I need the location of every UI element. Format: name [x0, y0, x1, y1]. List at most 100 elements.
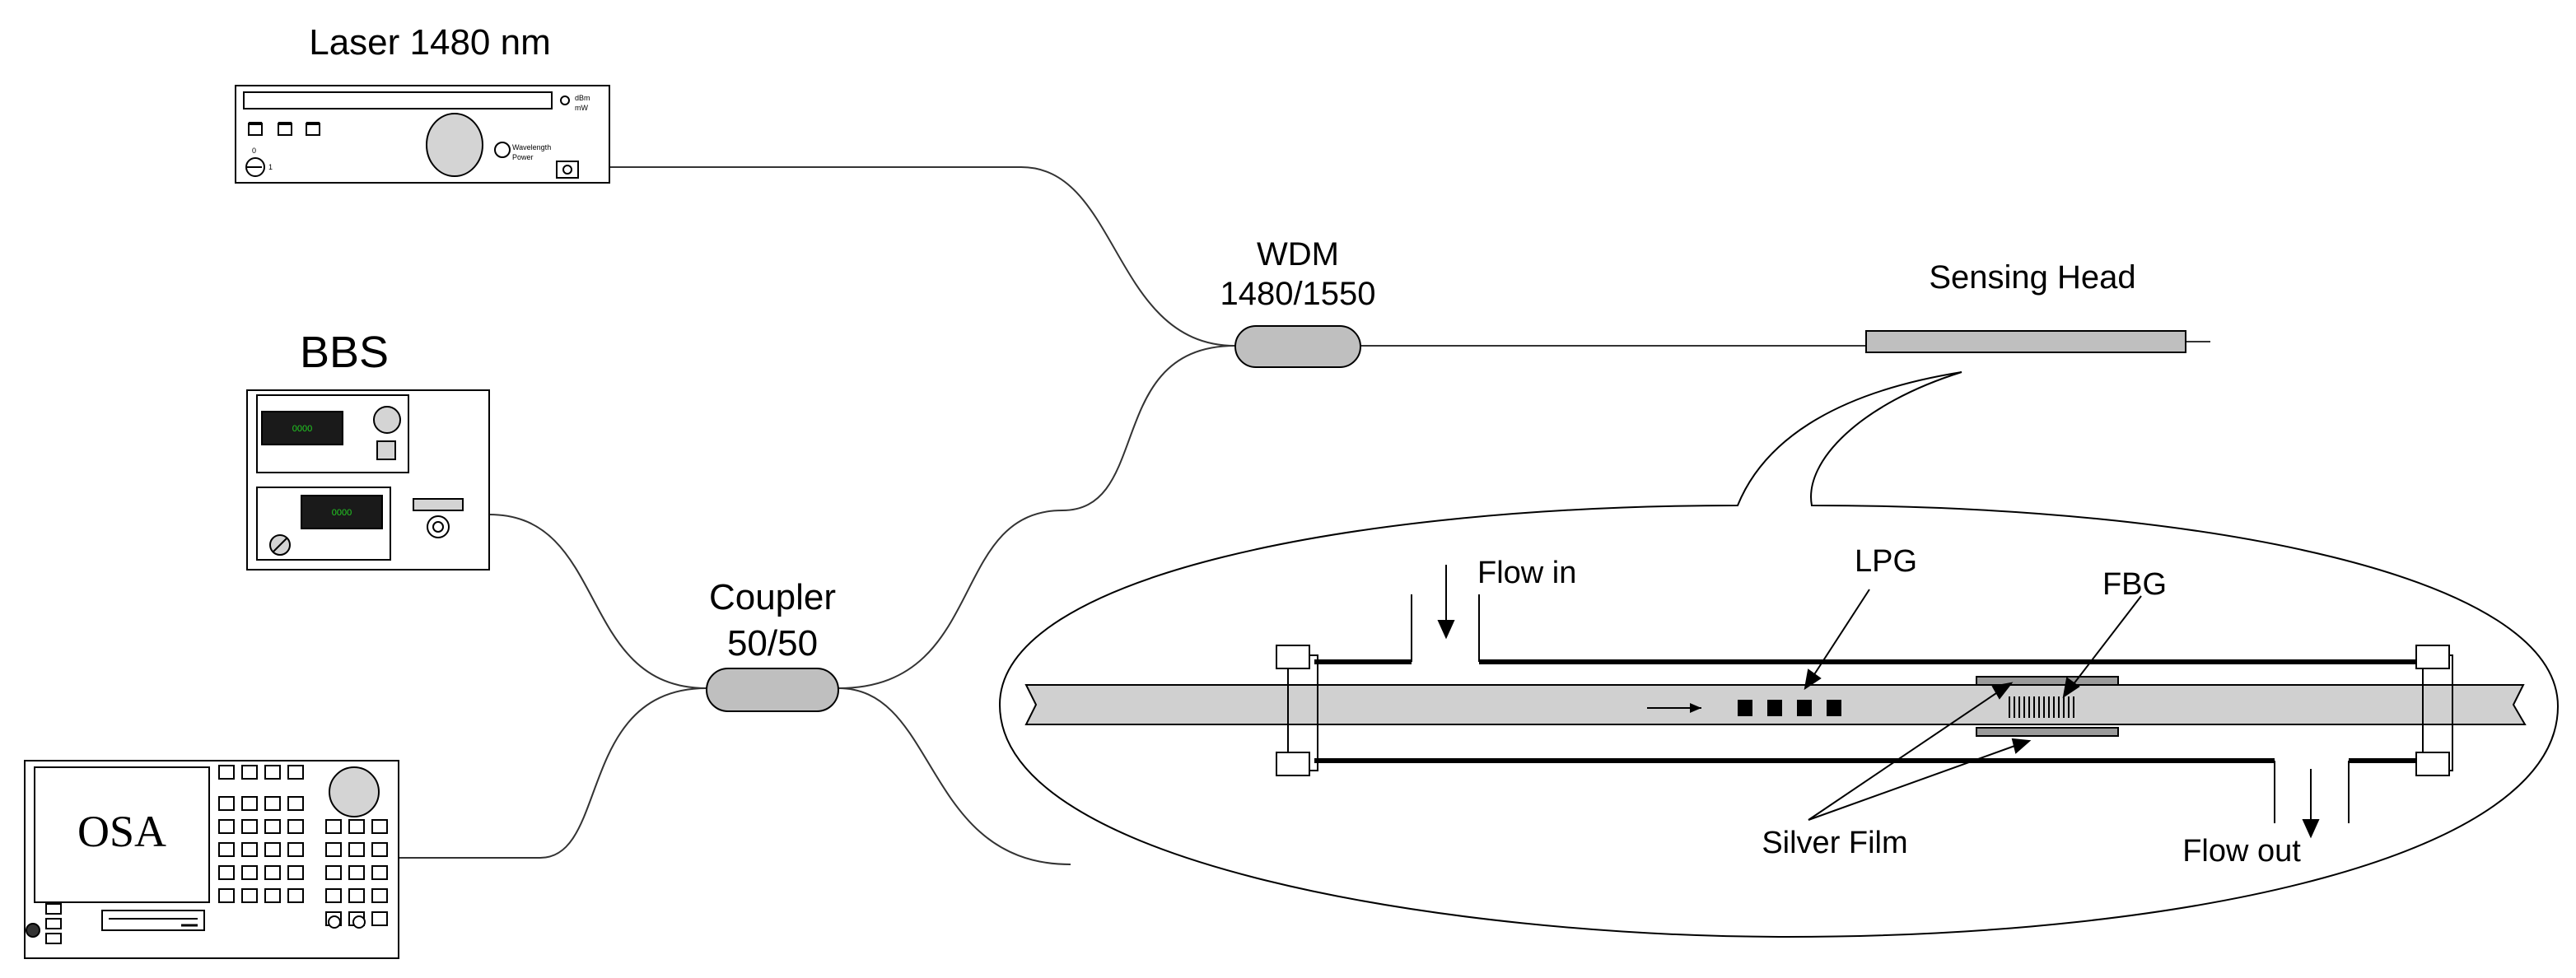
bbs-source: BBS 0000 0000 — [246, 328, 490, 570]
osa-key — [241, 796, 258, 811]
laser-button-2 — [278, 123, 292, 136]
laser-source: Laser 1480 nm dBm mW 0 1 Wavelength Powe… — [235, 22, 610, 184]
osa-key — [325, 865, 342, 880]
fiber-coupler-to-wdm — [838, 345, 1236, 689]
sensing-head-label: Sensing Head — [1929, 259, 2135, 296]
detail-labels: Flow in LPG FBG Silver Film Flow out — [1477, 544, 2301, 869]
bbs-output-connector — [413, 498, 464, 511]
laser-main-knob-icon — [426, 113, 483, 177]
lpg-grating — [1738, 700, 1841, 716]
osa-key — [264, 842, 281, 857]
coupler: Coupler 50/50 — [706, 577, 839, 712]
osa-connector-2-icon — [352, 915, 366, 929]
fiber-coupler-free-end — [838, 687, 1071, 865]
wdm-label-line1: WDM — [1257, 236, 1339, 272]
callout-outline — [998, 371, 2560, 938]
fbg-pointer — [2070, 595, 2142, 689]
flow-out-label: Flow out — [2182, 834, 2301, 869]
osa-power-led-icon — [26, 923, 40, 938]
silver-film-bottom — [1976, 727, 2119, 737]
bbs-top-display-value: 0000 — [292, 424, 312, 434]
osa-key — [371, 911, 388, 926]
osa-key — [371, 888, 388, 903]
osa-key — [264, 888, 281, 903]
laser-button-3 — [306, 123, 320, 136]
bbs-bottom-display — [301, 495, 383, 529]
osa-key — [371, 865, 388, 880]
osa-key — [287, 819, 304, 834]
osa-key — [287, 796, 304, 811]
silver-film-top — [1976, 676, 2119, 686]
osa-key — [348, 888, 365, 903]
laser-switch-0: 0 — [252, 147, 256, 155]
laser-label: Laser 1480 nm — [309, 22, 551, 63]
wdm-label-line2: 1480/1550 — [1220, 276, 1375, 312]
laser-unit-dbm: dBm — [575, 94, 590, 102]
osa-key — [241, 865, 258, 880]
sensor-detail — [1024, 594, 2527, 823]
coupler-label-line2: 50/50 — [727, 623, 818, 664]
laser-indicator-icon — [560, 95, 570, 105]
laser-small-knob-icon — [494, 142, 511, 158]
bbs-top-button — [376, 440, 396, 460]
laser-knob-label-power: Power — [512, 153, 534, 161]
annotations — [1437, 565, 2320, 839]
wdm: WDM 1480/1550 — [1220, 236, 1376, 368]
bbs-label: BBS — [300, 328, 389, 377]
osa-key — [218, 842, 235, 857]
osa-key — [218, 819, 235, 834]
bbs-top-knob-icon — [373, 406, 401, 434]
sensing-head-body — [1865, 330, 2186, 353]
coupler-body — [706, 668, 839, 712]
osa-knob-icon — [329, 766, 380, 817]
osa-key — [287, 865, 304, 880]
fbg-label: FBG — [2102, 567, 2167, 602]
osa-key — [264, 796, 281, 811]
osa-key — [287, 842, 304, 857]
laser-switch-1: 1 — [268, 163, 273, 171]
osa-key — [264, 765, 281, 780]
osa-floppy-slot — [101, 910, 205, 931]
osa-key — [218, 865, 235, 880]
laser-display-slot — [243, 91, 553, 109]
osa-keypad — [218, 765, 388, 926]
osa-key — [241, 765, 258, 780]
silver-film-pointer-top — [1808, 689, 2002, 821]
osa-screen — [34, 766, 210, 903]
osa-connector-1-icon — [328, 915, 341, 929]
osa-key — [218, 765, 235, 780]
osa-key — [264, 819, 281, 834]
silver-film-label: Silver Film — [1762, 826, 1907, 860]
lpg-pointer — [1811, 589, 1870, 679]
osa-key — [325, 842, 342, 857]
sensing-head: Sensing Head — [1865, 259, 2186, 353]
osa-key — [348, 865, 365, 880]
laser-unit-mw: mW — [575, 104, 588, 112]
osa-label: OSA — [77, 807, 166, 856]
laser-port-icon — [562, 165, 572, 175]
osa-key — [241, 888, 258, 903]
osa-key — [218, 796, 235, 811]
fbg-grating — [2009, 696, 2074, 718]
osa-key — [218, 888, 235, 903]
flow-in-label: Flow in — [1477, 556, 1576, 590]
osa-key — [325, 819, 342, 834]
laser-button-1 — [248, 123, 263, 136]
wdm-body — [1234, 325, 1361, 368]
osa-key — [241, 842, 258, 857]
coupler-label-line1: Coupler — [709, 577, 836, 617]
bbs-top-display — [261, 411, 343, 445]
osa-key — [287, 765, 304, 780]
bbs-bottom-display-value: 0000 — [332, 508, 352, 518]
osa-key — [264, 865, 281, 880]
osa-key — [348, 819, 365, 834]
osa-key — [371, 842, 388, 857]
fiber-osa-to-coupler — [399, 687, 707, 859]
fiber-laser-to-wdm — [609, 166, 1236, 347]
sensing-head-zoom-callout — [998, 371, 2560, 938]
osa-key — [241, 819, 258, 834]
osa-analyzer: OSA — [24, 760, 399, 959]
fiber-bbs-to-coupler — [488, 514, 707, 689]
osa-key — [348, 842, 365, 857]
